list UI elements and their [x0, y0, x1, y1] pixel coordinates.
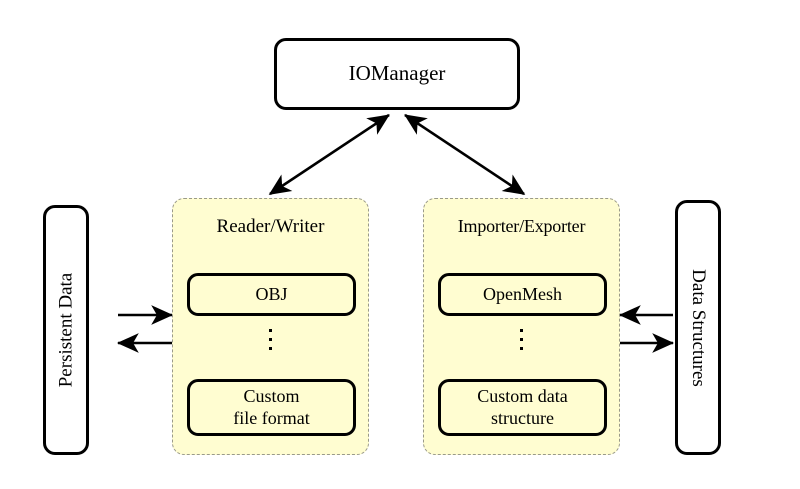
item-obj[interactable]: OBJ	[187, 273, 356, 316]
group-importer-exporter[interactable]: Importer/Exporter OpenMesh Custom data s…	[423, 198, 620, 455]
group-importer-exporter-title: Importer/Exporter	[457, 216, 586, 236]
node-persistent-data[interactable]: Persistent Data	[43, 205, 89, 455]
node-iomanager-label: IOManager	[348, 61, 446, 86]
ellipsis-importer-exporter	[424, 329, 619, 350]
item-openmesh-label: OpenMesh	[483, 283, 562, 304]
item-custom-file-format-line2: file format	[233, 407, 310, 428]
node-data-structures[interactable]: Data Structures	[675, 200, 721, 455]
group-reader-writer-title: Reader/Writer	[216, 216, 325, 237]
item-openmesh[interactable]: OpenMesh	[438, 273, 607, 316]
node-persistent-data-label: Persistent Data	[55, 272, 77, 388]
ellipsis-dot	[520, 347, 523, 350]
item-custom-file-format-label: Custom file format	[233, 386, 309, 429]
ellipsis-dot	[520, 338, 523, 341]
ellipsis-dot	[269, 329, 272, 332]
ellipsis-reader-writer	[173, 329, 368, 350]
node-data-structures-label: Data Structures	[688, 268, 709, 387]
arrow-iomanager-importerexporter	[404, 113, 526, 196]
node-iomanager[interactable]: IOManager	[274, 38, 520, 110]
group-reader-writer[interactable]: Reader/Writer OBJ Custom file format	[172, 198, 369, 455]
item-custom-data-structure-line2: structure	[491, 407, 554, 428]
ellipsis-dot	[269, 338, 272, 341]
item-custom-data-structure-label: Custom data structure	[477, 386, 568, 429]
ellipsis-dot	[269, 347, 272, 350]
item-custom-file-format[interactable]: Custom file format	[187, 379, 356, 436]
item-custom-data-structure-line1: Custom data	[477, 385, 568, 406]
arrow-iomanager-readerwriter	[268, 113, 390, 196]
item-custom-data-structure[interactable]: Custom data structure	[438, 379, 607, 436]
ellipsis-dot	[520, 329, 523, 332]
item-custom-file-format-line1: Custom	[243, 385, 300, 406]
item-obj-label: OBJ	[255, 283, 288, 304]
